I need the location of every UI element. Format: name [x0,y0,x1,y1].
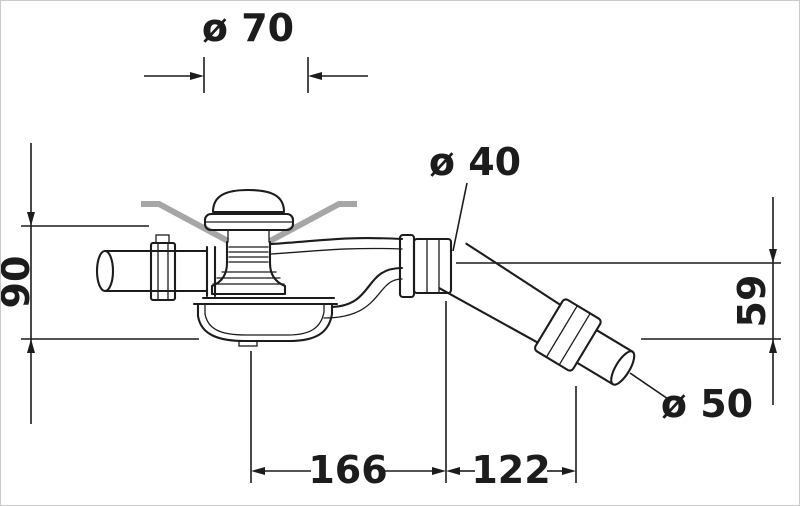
trap-bowl [192,302,339,347]
dimension-left-height: 90 [1,143,199,424]
connector-ring [398,233,416,299]
outlet-spigot-walls [575,329,634,386]
dimension-top-diameter: ø 70 [144,6,368,93]
curve-top-outer [269,237,404,246]
arrowhead-down [769,249,777,263]
dimension-bottom-lengths: 166 122 [250,301,577,492]
callout-outlet-diameter: ø 50 [629,372,753,426]
plug-dome [211,188,286,214]
plug-neck [227,229,270,243]
body-thread-ridges [212,246,285,285]
overflow-pipe [95,234,217,302]
dim-label-right-length: 122 [471,448,550,492]
arrowhead-left [446,467,460,475]
curve-bottom-outer [330,266,404,309]
arrowhead-right [432,467,446,475]
dim-label-right-height: 59 [730,275,774,328]
tub-floor-right-line [268,201,357,244]
connector-nut-facets [426,238,440,294]
overflow-pipe-open-end [95,249,115,293]
arrowhead-right [562,467,576,475]
dim-label-left-height: 90 [1,256,38,309]
angled-outlet-pipe [438,242,636,386]
arrowhead-up [27,339,35,353]
union-connector [398,233,453,299]
curve-bottom-inner [323,278,403,319]
dim-label-pipe-diameter: ø 40 [429,140,521,184]
arrowhead-up [769,339,777,353]
coupling-nut-facets [545,305,591,366]
outlet-open-end [610,350,636,386]
pipe-body-ring [205,245,217,298]
arrowhead-left [308,72,322,80]
coupling-nut [533,298,602,372]
outlet-curve [269,237,404,319]
leader-line [629,372,672,402]
arrowhead-right [190,72,204,80]
outlet-pipe-walls [438,242,562,344]
trap-inner-wall [204,303,325,336]
waste-body [201,240,336,300]
arrowhead-down [27,212,35,226]
tub-floor-section [141,201,357,244]
pipe-clamp-facets [157,242,169,301]
overflow-pipe-walls [103,249,209,293]
clamp-bolt [155,234,170,244]
callout-pipe-diameter: ø 40 [429,140,521,252]
dim-label-top-diameter: ø 70 [202,6,294,50]
arrowhead-left [251,467,265,475]
leader-line [452,182,468,252]
dim-label-outlet-diameter: ø 50 [661,382,753,426]
tub-floor-left-line [141,201,230,244]
body-outline [210,240,287,296]
curve-top-inner [270,247,403,255]
trap-drain-boss [238,340,258,347]
dimension-right-height: 59 [456,197,781,405]
dim-label-left-length: 166 [308,448,387,492]
connector-nut [412,237,453,295]
drain-plug [203,188,295,243]
